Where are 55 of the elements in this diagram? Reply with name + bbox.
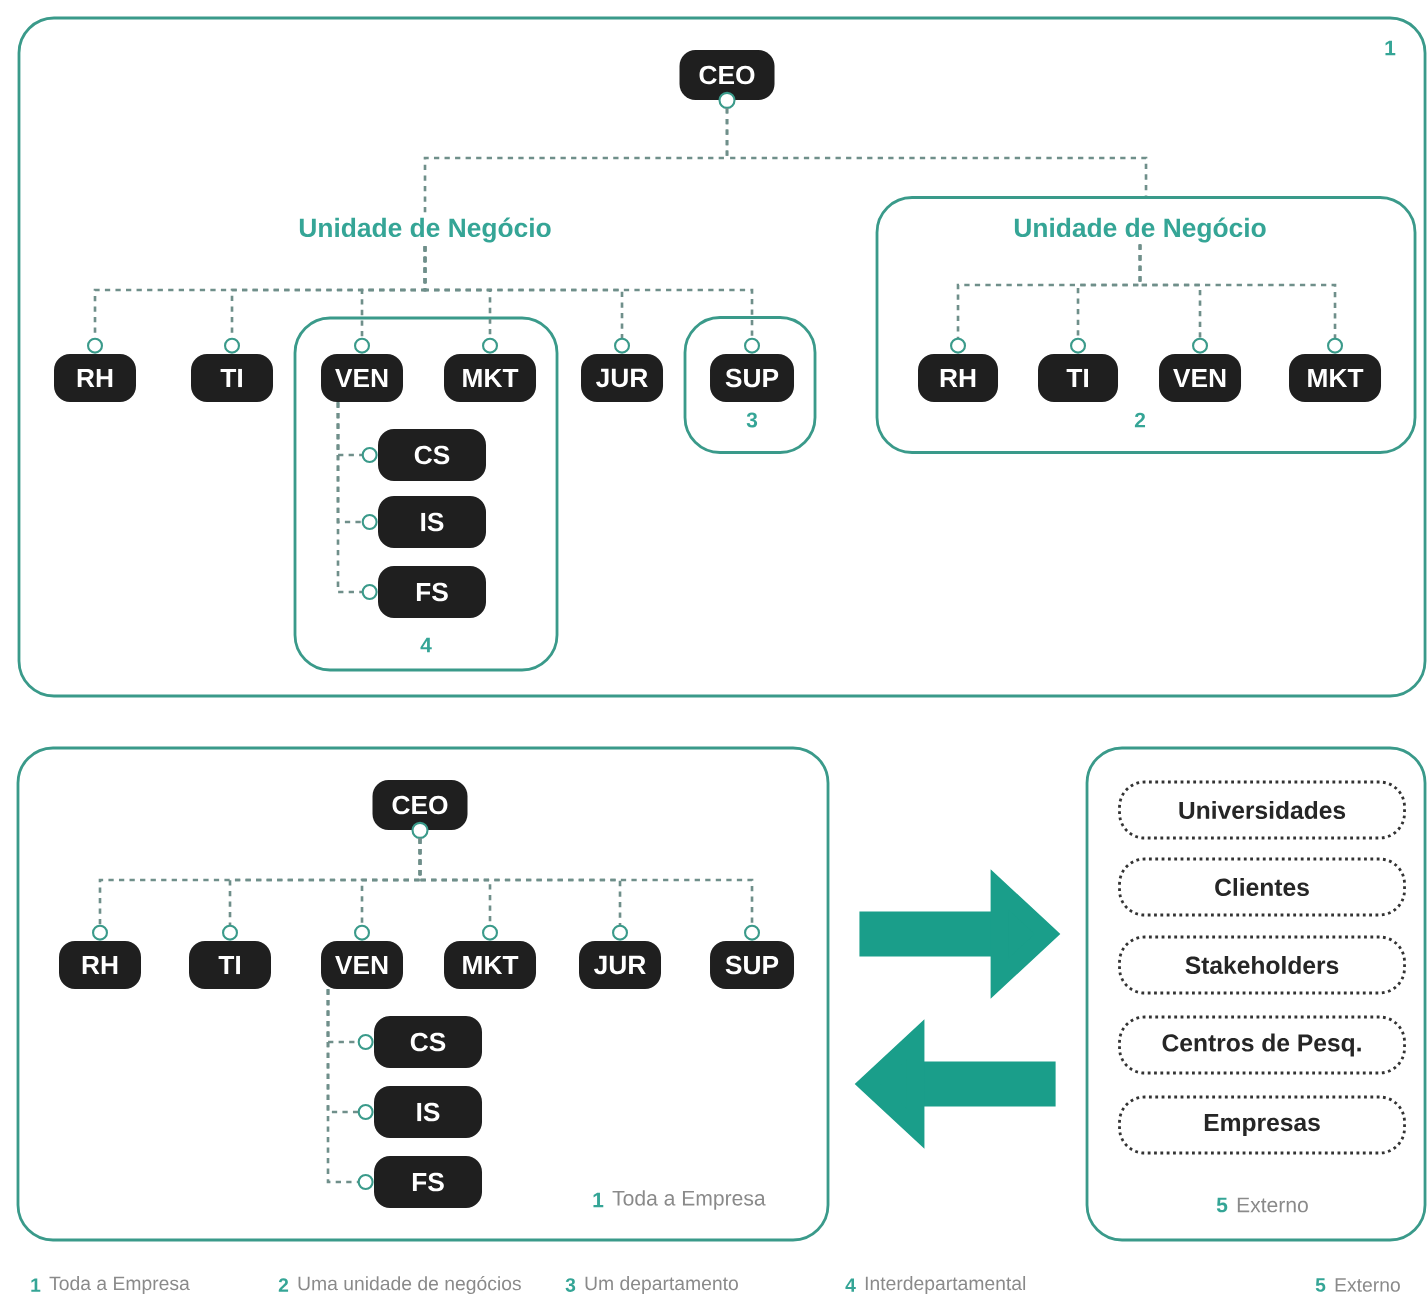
department-box: MKT — [444, 941, 536, 989]
department-box: TI — [1038, 354, 1118, 402]
group-number: 1 — [593, 1192, 604, 1208]
unit-heading: Unidade de Negócio — [299, 217, 551, 243]
legend-text: Externo — [1335, 1278, 1400, 1292]
department-box: VEN — [321, 941, 403, 989]
department-box: MKT — [444, 354, 536, 402]
connector-line — [418, 838, 760, 941]
group-number: 5 — [1216, 1197, 1228, 1213]
group-caption: Toda a Empresa — [612, 1190, 766, 1210]
legend-number: 5 — [1315, 1278, 1326, 1292]
department-box: TI — [189, 941, 271, 989]
legend-text: Um departamento — [585, 1276, 738, 1294]
department-box: JUR — [581, 354, 663, 402]
department-box: JUR — [579, 941, 661, 989]
connector-line — [1138, 244, 1344, 354]
connector-line — [326, 989, 374, 1190]
connector-line — [423, 246, 760, 354]
group-number: 3 — [746, 412, 758, 428]
department-box: CS — [378, 429, 486, 481]
legend-number: 2 — [278, 1278, 289, 1292]
legend-text: Uma unidade de negócios — [298, 1275, 521, 1295]
external-box: Stakeholders — [1118, 935, 1406, 995]
department-box: RH — [918, 354, 998, 402]
department-box: TI — [191, 354, 273, 402]
legend-number: 3 — [565, 1278, 576, 1292]
connector-line — [336, 402, 378, 600]
department-box: MKT — [1289, 354, 1381, 402]
department-box: IS — [378, 496, 486, 548]
connector-line — [725, 108, 1148, 197]
department-box: CEO — [679, 50, 775, 109]
group-heading: Unidade de Negócio — [1014, 217, 1266, 243]
group-number: 4 — [420, 637, 432, 653]
department-box: CEO — [372, 780, 468, 839]
external-box: Clientes — [1118, 857, 1406, 917]
legend-number: 4 — [845, 1278, 856, 1292]
external-box: Universidades — [1118, 780, 1406, 840]
department-box: SUP — [710, 941, 794, 989]
department-box: IS — [374, 1086, 482, 1138]
department-box: FS — [378, 566, 486, 618]
legend-text: Interdepartamental — [865, 1276, 1026, 1294]
department-box: RH — [59, 941, 141, 989]
group-number: 1 — [1385, 40, 1396, 56]
department-box: CS — [374, 1016, 482, 1068]
department-box: SUP — [710, 354, 794, 402]
external-box: Centros de Pesq. — [1118, 1015, 1406, 1075]
department-box: VEN — [1159, 354, 1241, 402]
department-box: RH — [54, 354, 136, 402]
department-box: VEN — [321, 354, 403, 402]
department-box: FS — [374, 1156, 482, 1208]
group-number: 2 — [1134, 412, 1146, 428]
external-box: Empresas — [1118, 1095, 1406, 1155]
group-caption: Externo — [1237, 1197, 1308, 1213]
legend-number: 1 — [31, 1278, 41, 1292]
legend-text: Toda a Empresa — [49, 1276, 190, 1294]
